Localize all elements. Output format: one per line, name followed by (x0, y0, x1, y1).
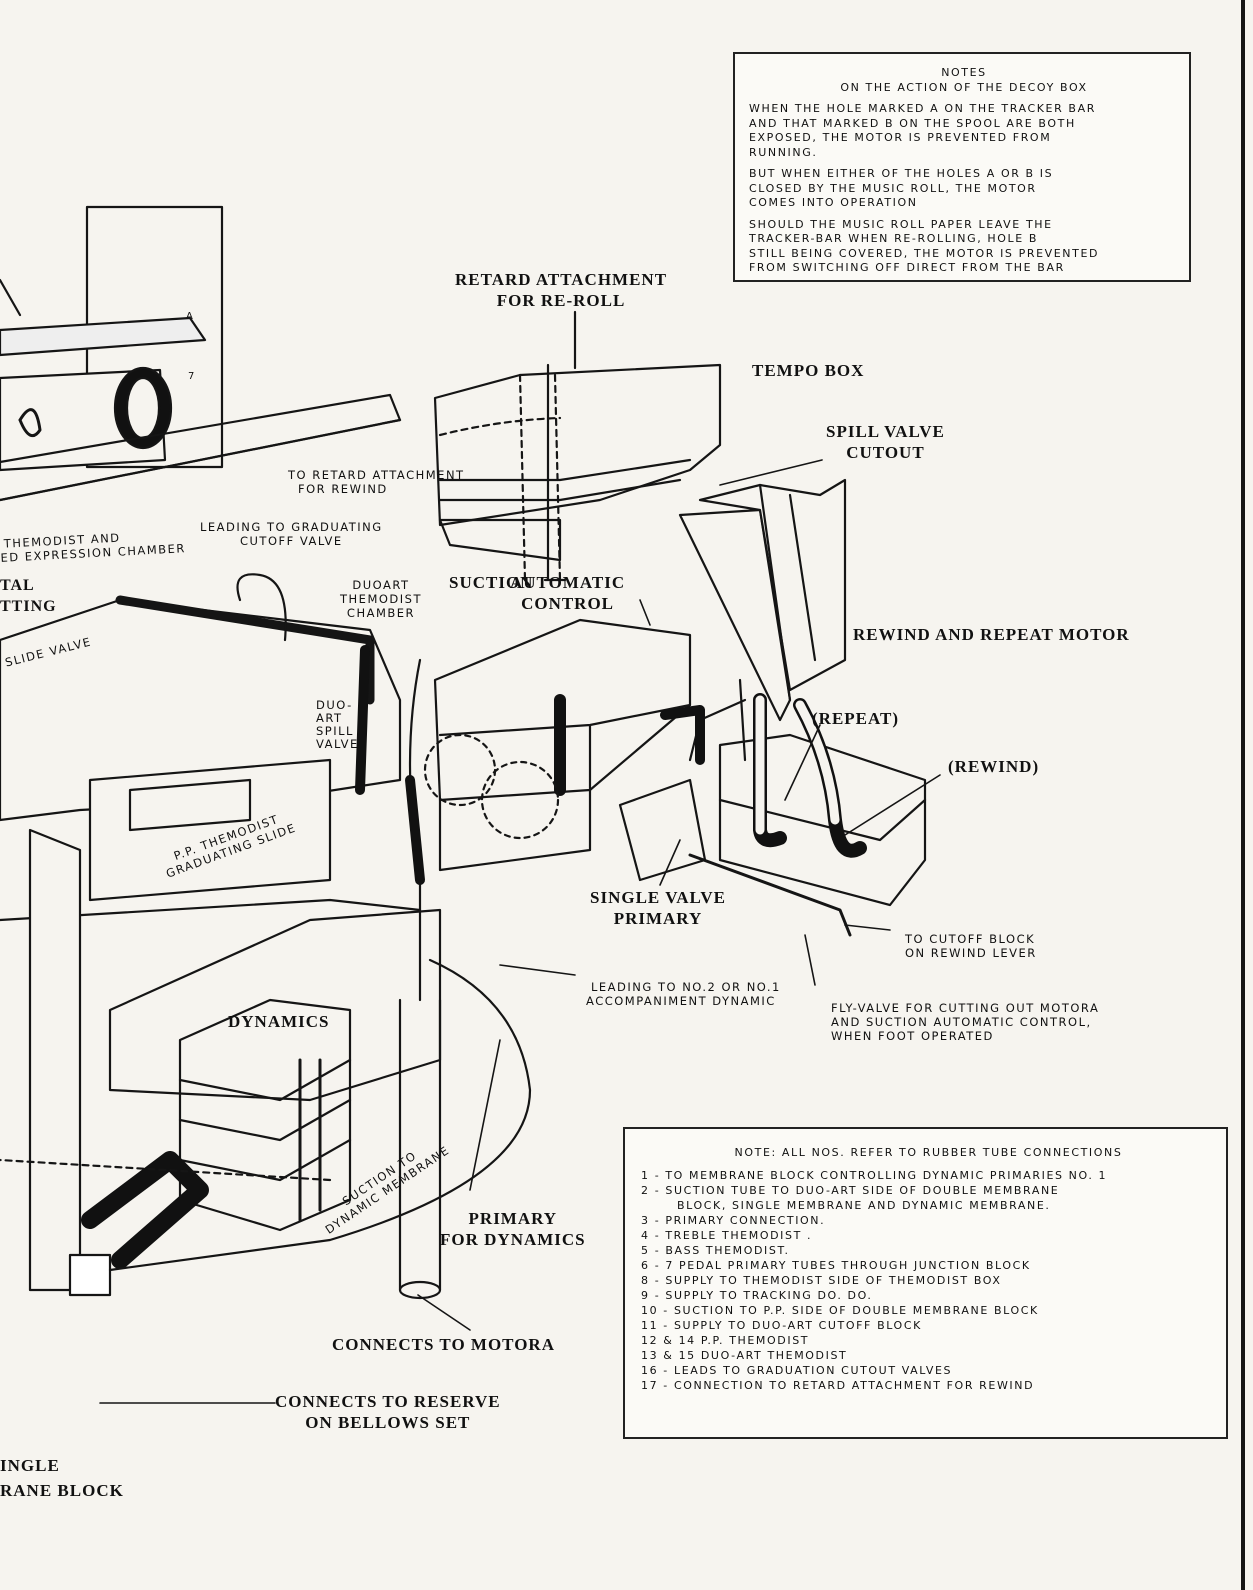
tube-notes-title: NOTE: ALL NOS. REFER TO RUBBER TUBE CONN… (734, 1146, 1123, 1159)
tube-note-item: 1 - TO MEMBRANE BLOCK CONTROLLING DYNAMI… (641, 1169, 1108, 1182)
notes-line: BUT WHEN EITHER OF THE HOLES A OR B IS (749, 167, 1054, 180)
label-tracker-a: A (186, 311, 195, 322)
tube-note-item: 13 & 15 DUO-ART THEMODIST (641, 1349, 848, 1362)
tube-note-item: 6 - 7 PEDAL PRIMARY TUBES THROUGH JUNCTI… (641, 1259, 1031, 1272)
tube-note-item: 12 & 14 P.P. THEMODIST (641, 1334, 810, 1347)
notes-line: SHOULD THE MUSIC ROLL PAPER LEAVE THE (749, 217, 1053, 231)
notes-line: RUNNING. (749, 145, 818, 159)
label-tracker-7: 7 (188, 371, 196, 382)
tube-note-item: 8 - SUPPLY TO THEMODIST SIDE OF THEMODIS… (641, 1274, 1002, 1287)
leader-lines (99, 459, 941, 1404)
tube-note-item: 9 - SUPPLY TO TRACKING DO. DO. (641, 1289, 873, 1302)
notes-line: STILL BEING COVERED, THE MOTOR IS PREVEN… (749, 246, 1100, 260)
notes-line: EXPOSED, THE MOTOR IS PREVENTED FROM (749, 131, 1052, 144)
notes-line: COMES INTO OPERATION (749, 196, 918, 209)
notes-title: NOTES (941, 66, 987, 79)
tempo-box (433, 310, 722, 582)
tube-note-item: BLOCK, SINGLE MEMBRANE AND DYNAMIC MEMBR… (677, 1199, 1051, 1212)
label-repeat: (REPEAT) (812, 709, 900, 728)
rewind-repeat-motor (678, 478, 927, 907)
tube-note-item: 4 - TREBLE THEMODIST . (641, 1229, 813, 1242)
themodist-mechanism (0, 573, 425, 1292)
tube-note-item: 2 - SUCTION TUBE TO DUO-ART SIDE OF DOUB… (641, 1184, 1060, 1197)
label-connects-to-motora: CONNECTS TO MOTORA (332, 1335, 555, 1354)
decoy-box-notes: NOTES ON THE ACTION OF THE DECOY BOX WHE… (733, 52, 1191, 282)
tracker-bar-assembly (0, 205, 402, 502)
tube-connections-note: NOTE: ALL NOS. REFER TO RUBBER TUBE CONN… (623, 1127, 1228, 1439)
notes-line: WHEN THE HOLE MARKED A ON THE TRACKER BA… (749, 102, 1096, 115)
label-tempo-box: TEMPO BOX (752, 361, 865, 380)
tube-note-item: 3 - PRIMARY CONNECTION. (641, 1214, 826, 1227)
notes-line: AND THAT MARKED B ON THE SPOOL ARE BOTH (749, 116, 1076, 130)
tube-note-item: 5 - BASS THEMODIST. (641, 1244, 790, 1257)
label-rewind: (REWIND) (948, 757, 1040, 776)
notes-line: CLOSED BY THE MUSIC ROLL, THE MOTOR (749, 181, 1037, 195)
tube-note-item: 10 - SUCTION TO P.P. SIDE OF DOUBLE MEMB… (641, 1304, 1039, 1317)
notes-subtitle: ON THE ACTION OF THE DECOY BOX (840, 80, 1088, 94)
dynamics-stack (0, 908, 532, 1300)
notes-line: TRACKER-BAR WHEN RE-ROLLING, HOLE B (749, 232, 1039, 245)
notes-paragraph: BUT WHEN EITHER OF THE HOLES A OR B IS C… (749, 167, 1179, 211)
notes-paragraph: SHOULD THE MUSIC ROLL PAPER LEAVE THE TR… (749, 218, 1179, 276)
tube-note-item: 17 - CONNECTION TO RETARD ATTACHMENT FOR… (641, 1379, 1035, 1392)
notes-paragraph: WHEN THE HOLE MARKED A ON THE TRACKER BA… (749, 102, 1179, 160)
label-dynamics: DYNAMICS (228, 1012, 330, 1031)
automatic-control-box (423, 618, 852, 937)
label-suction: SUCTION (449, 573, 534, 592)
tube-note-item: 16 - LEADS TO GRADUATION CUTOUT VALVES (641, 1364, 953, 1377)
tube-note-item: 11 - SUPPLY TO DUO-ART CUTOFF BLOCK (641, 1319, 922, 1332)
notes-line: FROM SWITCHING OFF DIRECT FROM THE BAR (749, 261, 1065, 274)
label-rewind-repeat-motor: REWIND AND REPEAT MOTOR (853, 625, 1130, 644)
